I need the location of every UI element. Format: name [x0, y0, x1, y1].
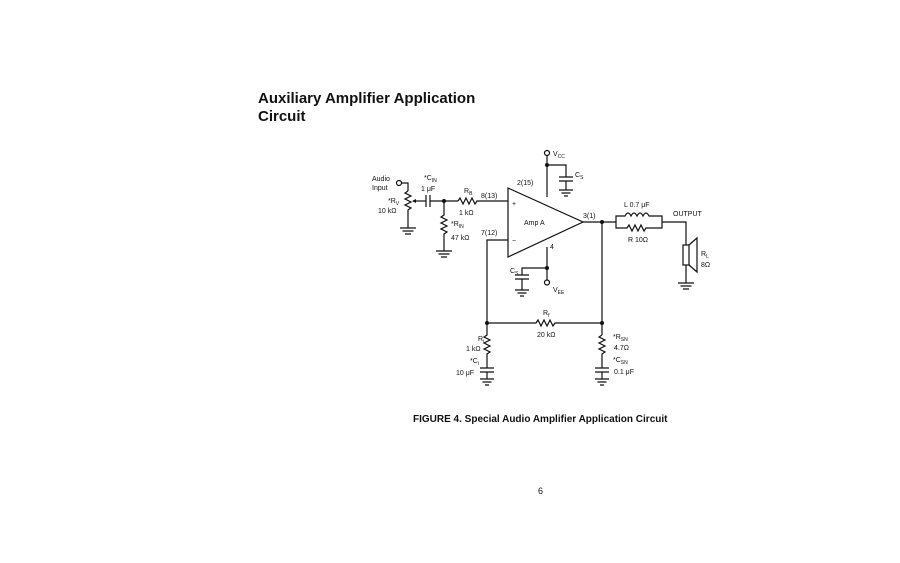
resistor-rb [457, 196, 508, 206]
pin-output: 3(1) [583, 213, 595, 220]
inductor-label: L 0.7 μF [624, 202, 650, 209]
rsn-value: 4.7Ω [614, 345, 629, 352]
cin-label: *CIN [424, 175, 437, 184]
rl-label: RL [701, 251, 709, 260]
rv-label: *RV [388, 198, 400, 207]
wire-to-load [662, 221, 687, 245]
rf-value: 20 kΩ [537, 332, 555, 339]
figure-caption: FIGURE 4. Special Audio Amplifier Applic… [413, 414, 668, 425]
plus-sign: + [512, 201, 516, 208]
csn-label: *CSN [613, 357, 628, 366]
rsn-label: *RSN [613, 334, 628, 343]
resistor-rsn [597, 334, 607, 368]
junction-rf-right [600, 321, 604, 325]
vee-supply [515, 247, 551, 297]
cin-value: 1 μF [421, 186, 435, 193]
inductor-l [615, 212, 663, 222]
capacitor-csn [595, 367, 609, 386]
resistor-rf [487, 318, 602, 328]
rb-label: RB [464, 188, 473, 197]
heading-line-2: Circuit [258, 108, 306, 125]
wire-inverting-input [486, 239, 508, 323]
resistor-r-parallel [615, 222, 663, 233]
ci-label: *Ci [470, 358, 479, 367]
minus-sign: − [512, 238, 516, 245]
pin-vcc: 2(15) [517, 180, 533, 187]
pin-noninverting: 8(13) [481, 193, 497, 200]
heading-line-1: Auxiliary Amplifier Application [258, 90, 476, 107]
output-label: OUTPUT [673, 211, 703, 218]
page-number: 6 [538, 486, 544, 496]
resistor-ri [482, 323, 492, 368]
ci-value: 10 μF [456, 370, 474, 377]
section-heading: Auxiliary Amplifier Application Circuit [258, 90, 475, 126]
vee-label: VEE [553, 287, 565, 296]
ri-value: 1 kΩ [466, 346, 481, 353]
rf-label: Rf [543, 310, 550, 319]
pin-vee: 4 [550, 244, 554, 251]
amp-a-triangle [507, 187, 585, 258]
audio-input-label-line-2: Input [372, 185, 388, 192]
r-parallel-label: R 10Ω [628, 237, 648, 244]
speaker-icon [678, 236, 698, 290]
resistor-rin [436, 201, 452, 258]
pin-inverting: 7(12) [481, 230, 497, 237]
vcc-label: VCC [553, 151, 565, 160]
junction-vee [545, 266, 549, 270]
rin-label: *RIN [451, 221, 464, 230]
capacitor-ci [480, 367, 494, 386]
capacitor-cin [425, 195, 431, 207]
csn-value: 0.1 μF [614, 369, 634, 376]
rv-value: 10 kΩ [378, 208, 396, 215]
amp-label: Amp A [524, 220, 545, 227]
rl-value: 8Ω [701, 262, 710, 269]
vcc-supply [543, 149, 573, 197]
audio-input-terminal [395, 179, 409, 191]
ri-label: Ri [478, 336, 484, 345]
cs-bottom-label: CS [510, 268, 519, 277]
potentiometer-rv [400, 190, 418, 235]
cs-top-label: CS [575, 172, 584, 181]
rin-value: 47 kΩ [451, 235, 469, 242]
audio-input-label-line-1: Audio [372, 176, 390, 183]
junction-vcc [545, 163, 549, 167]
rb-value: 1 kΩ [459, 210, 474, 217]
